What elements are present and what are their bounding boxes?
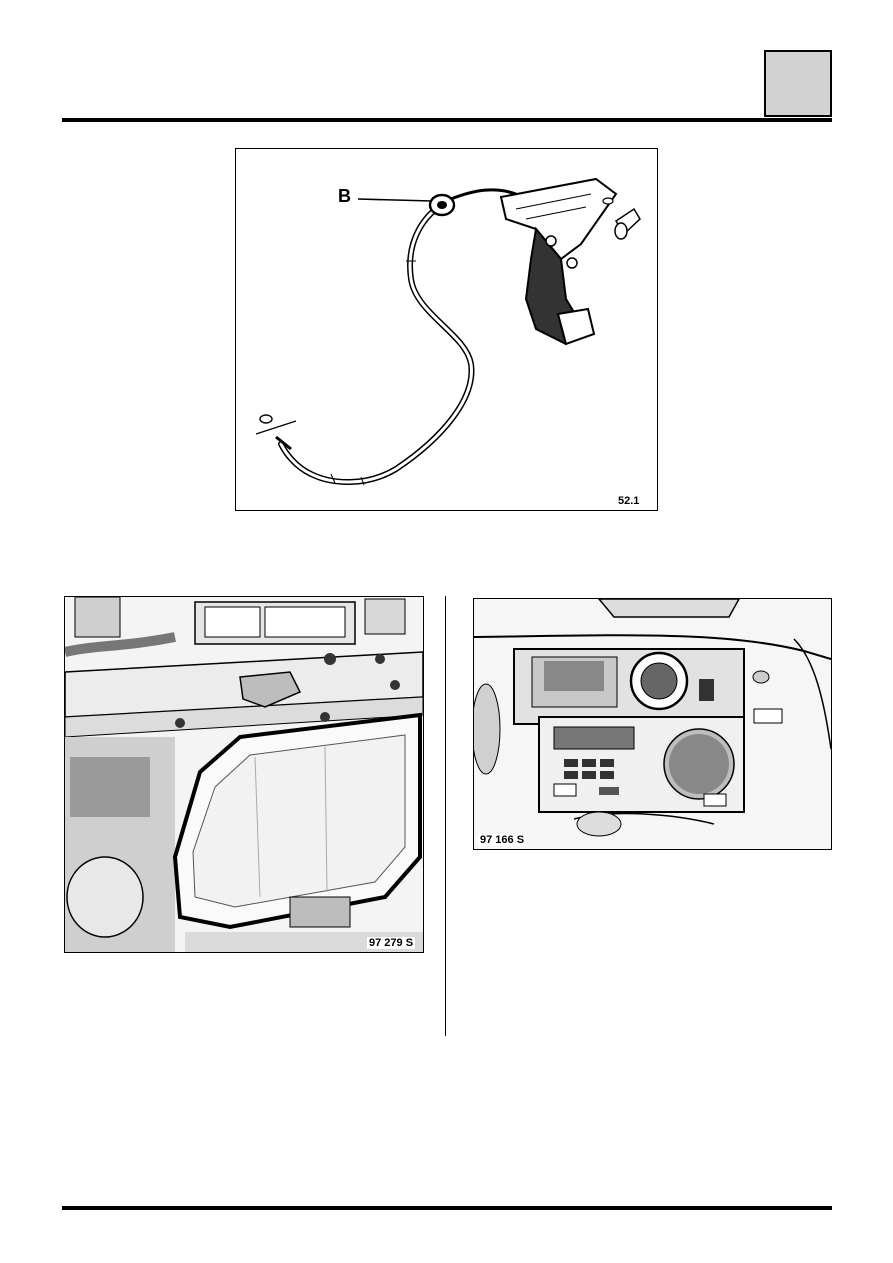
- dashboard-panel-photo: [474, 599, 831, 849]
- column-divider: [445, 596, 446, 1036]
- figure-headlight-area: 97 279 S: [64, 596, 424, 953]
- figure-dashboard-panel: 97 166 S: [473, 598, 832, 850]
- callout-b: B: [338, 186, 351, 206]
- header-rule: [62, 118, 832, 122]
- footer-rule: [62, 1206, 832, 1210]
- figure-ref-52-1: 52.1: [616, 495, 642, 507]
- section-tab: [764, 50, 832, 117]
- figure-ref-97-279-s: 97 279 S: [367, 937, 416, 949]
- headlight-area-photo: [65, 597, 423, 952]
- figure-ref-97-166-s: 97 166 S: [478, 834, 527, 846]
- accelerator-cable-drawing: [255, 177, 641, 486]
- figure-accelerator-cable: B 52.1: [235, 148, 658, 511]
